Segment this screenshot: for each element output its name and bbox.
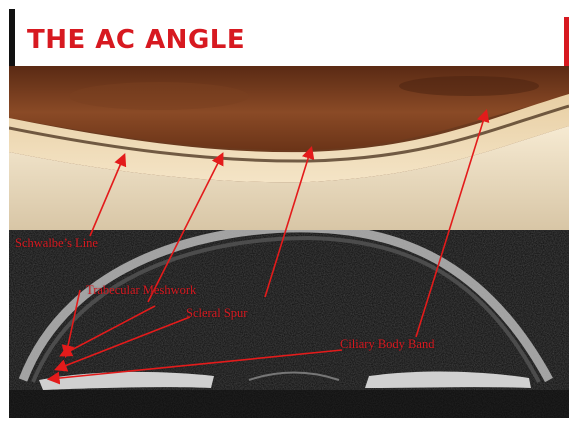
label-scleral-spur: Scleral Spur xyxy=(186,306,247,321)
label-schwalbes-line: Schwalbe’s Line xyxy=(15,236,98,251)
oct-scan xyxy=(9,230,569,418)
label-trabecular-meshwork: Trabecular Meshwork xyxy=(86,283,196,298)
gonioscopy-photo xyxy=(9,66,569,230)
label-ciliary-body-band: Ciliary Body Band xyxy=(340,337,434,352)
title-accent-bar xyxy=(564,17,569,67)
slide-title: THE AC ANGLE xyxy=(27,25,245,55)
title-bar: THE AC ANGLE xyxy=(9,9,569,67)
